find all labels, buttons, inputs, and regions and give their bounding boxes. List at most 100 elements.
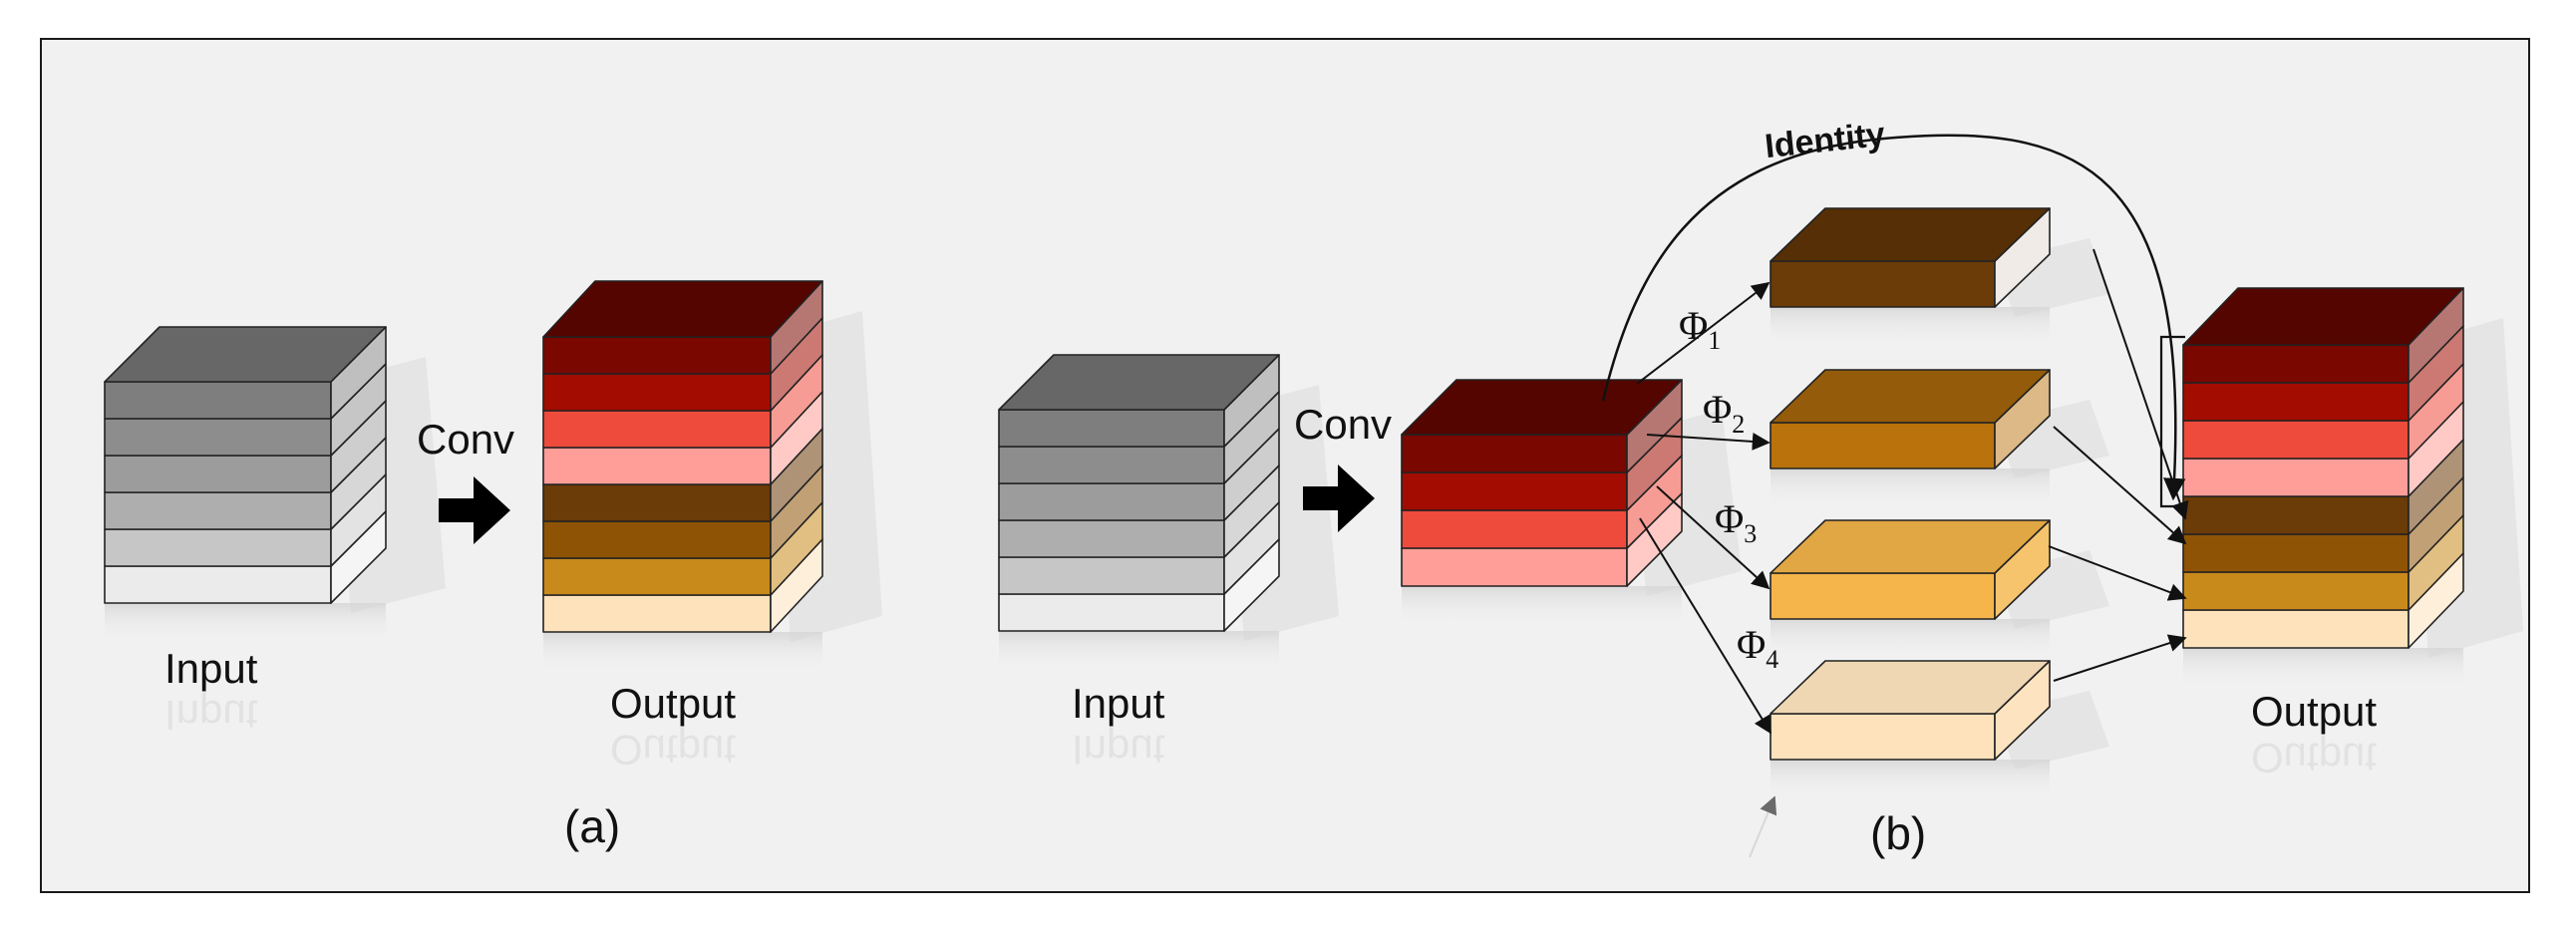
phi4-label: Φ4 xyxy=(1737,622,1778,674)
output-stack-b xyxy=(2182,287,2464,649)
phi2-label: Φ2 xyxy=(1703,387,1745,439)
svg-text:Φ2: Φ2 xyxy=(1703,387,1745,439)
conv-arrow-a xyxy=(439,476,510,544)
phi4-sub: 4 xyxy=(1766,645,1778,674)
branch-slab-3-slab-front xyxy=(1770,572,1996,620)
branch-slab-4-top-face xyxy=(1770,660,2051,715)
output-stack-b-slab-front xyxy=(2182,458,2410,497)
input-stack-b-slab-front xyxy=(998,409,1225,448)
phi1-sub: 1 xyxy=(1708,326,1721,355)
output-label-b: Output xyxy=(2251,688,2377,735)
branch-slab-2-reflection xyxy=(1771,468,2050,508)
phi2-sub: 2 xyxy=(1732,410,1745,439)
svg-text:Φ4: Φ4 xyxy=(1737,622,1778,674)
output-label-a: Output xyxy=(610,680,736,727)
conv-arrow-b xyxy=(1303,465,1375,532)
conv-stack-b xyxy=(1401,379,1683,587)
conv-label-b: Conv xyxy=(1294,401,1392,448)
conv-stack-b-top-face xyxy=(1401,379,1683,436)
phi2-arrow xyxy=(1646,432,1771,451)
output-stack-a-slab-front xyxy=(542,483,772,522)
output-stack-b-slab-front xyxy=(2182,533,2410,573)
input-stack-b-slab-front xyxy=(998,482,1225,521)
input-stack-b-top-face xyxy=(998,354,1280,411)
output-stack-a-top-face xyxy=(542,280,823,338)
phi2-symbol: Φ xyxy=(1703,387,1732,432)
output-stack-a xyxy=(542,280,823,633)
phi3-symbol: Φ xyxy=(1715,496,1744,541)
input-stack-b-slab-front xyxy=(998,519,1225,558)
input-stack-b-slab-front xyxy=(998,556,1225,595)
input-stack-a-slab-front xyxy=(104,455,332,493)
input-label-b: Input xyxy=(1072,680,1165,727)
branch-slab-1 xyxy=(1770,207,2051,308)
input-stack-a-slab-front xyxy=(104,528,332,567)
phi4-symbol: Φ xyxy=(1737,622,1766,667)
input-stack-a xyxy=(104,326,387,604)
figure-frame xyxy=(40,38,2530,893)
output-stack-a-slab-front xyxy=(542,594,772,633)
conv-stack-b-slab-front xyxy=(1401,547,1628,587)
branch-slab-3-reflection xyxy=(1771,619,2050,659)
phi3-arrow xyxy=(1656,485,1771,590)
output-stack-a-slab-front xyxy=(542,520,772,559)
output-stack-a-slab-front xyxy=(542,410,772,449)
conv-stack-b-slab-front xyxy=(1401,509,1628,549)
output-stack-b-top-face xyxy=(2182,287,2464,346)
input-stack-b-slab-front xyxy=(998,446,1225,484)
output-label-a-reflection: Output xyxy=(610,727,736,774)
identity-label: Identity xyxy=(1763,116,1886,165)
input-stack-a-slab-front xyxy=(104,491,332,530)
output-stack-a-slab-front xyxy=(542,373,772,412)
conv-stack-b-reflection xyxy=(1402,586,1682,626)
conv-stack-b-slab-front xyxy=(1401,471,1628,511)
svg-text:Φ3: Φ3 xyxy=(1715,496,1757,548)
phi1-label: Φ1 xyxy=(1679,303,1721,355)
svg-text:Φ1: Φ1 xyxy=(1679,303,1721,355)
output-stack-b-slab-front xyxy=(2182,571,2410,611)
output-stack-a-reflection xyxy=(543,632,822,672)
branch2-to-output-arrow xyxy=(2053,426,2187,545)
input-stack-a-reflection xyxy=(105,603,386,643)
branch-slab-3-top-face xyxy=(1770,519,2051,574)
caption-a: (a) xyxy=(564,800,620,852)
branch4-to-output-arrow xyxy=(2053,634,2187,682)
output-stack-b-slab-front xyxy=(2182,382,2410,422)
input-stack-a-top-face xyxy=(104,326,387,383)
input-stack-a-slab-front xyxy=(104,418,332,457)
output-stack-b-slab-front xyxy=(2182,420,2410,460)
output-stack-a-slab-front xyxy=(542,336,772,375)
output-label-b-reflection: Output xyxy=(2251,735,2377,781)
faint-arrow xyxy=(1749,795,1777,858)
phi1-arrow xyxy=(1636,281,1771,385)
input-stack-b-slab-front xyxy=(998,593,1225,632)
input-label-a: Input xyxy=(164,645,258,692)
caption-b: (b) xyxy=(1870,807,1926,859)
input-label-a-reflection: Input xyxy=(164,692,258,739)
output-stack-a-slab-front xyxy=(542,447,772,485)
input-stack-a-slab-front xyxy=(104,381,332,420)
branch-slab-3 xyxy=(1770,519,2051,620)
input-stack-b xyxy=(998,354,1280,632)
branch-slab-1-reflection xyxy=(1771,307,2050,347)
identity-bracket xyxy=(2159,335,2185,508)
branch-slab-2-top-face xyxy=(1770,369,2051,424)
branch-slab-4 xyxy=(1770,660,2051,761)
branch1-to-output-arrow xyxy=(2093,248,2189,520)
phi3-label: Φ3 xyxy=(1715,496,1757,548)
phi3-sub: 3 xyxy=(1744,519,1757,548)
input-label-b-reflection: Input xyxy=(1072,727,1165,774)
blocks-layer xyxy=(104,207,2464,761)
input-stack-a-slab-front xyxy=(104,565,332,604)
output-stack-b-reflection xyxy=(2183,648,2463,688)
branch-slab-4-reflection xyxy=(1771,760,2050,799)
output-stack-b-slab-front xyxy=(2182,495,2410,535)
branch3-to-output-arrow xyxy=(2048,545,2187,601)
output-stack-b-slab-front xyxy=(2182,344,2410,384)
branch-slab-1-slab-front xyxy=(1770,260,1996,308)
output-stack-a-slab-front xyxy=(542,557,772,596)
conv-stack-b-slab-front xyxy=(1401,434,1628,473)
branch-slab-2-slab-front xyxy=(1770,422,1996,469)
branch-slab-2 xyxy=(1770,369,2051,469)
